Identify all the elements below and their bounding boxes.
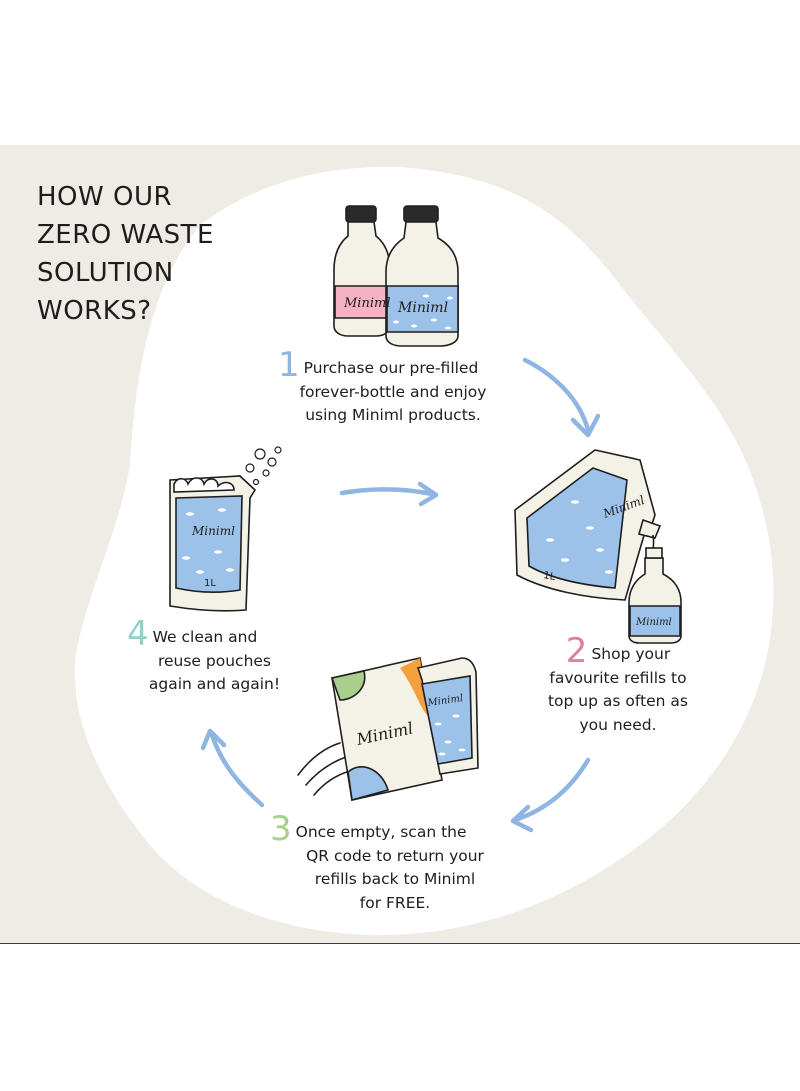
title-line: SOLUTION <box>37 258 174 288</box>
bottle-brand-label: Miniml <box>635 617 672 628</box>
step-4-line: again and again! <box>148 675 281 693</box>
page-title: HOW OUR ZERO WASTE SOLUTION WORKS? <box>37 178 214 330</box>
envelope-pouch-illustration: Miniml Miniml <box>330 657 479 802</box>
step-2-line: top up as often as <box>547 692 689 710</box>
motion-line <box>297 742 341 776</box>
motion-line <box>305 756 347 786</box>
pouch-brand-label: Miniml <box>426 693 464 709</box>
step-1-line: using Miniml products. <box>305 406 481 424</box>
step-number: 2 <box>565 631 588 671</box>
step-1-text: Purchase our pre-filled <box>303 359 479 377</box>
arrow-2-to-3 <box>512 757 591 823</box>
step-3-text: Once empty, scan the <box>295 823 467 841</box>
step-3-line: QR code to return your <box>306 846 484 865</box>
pouch-brand-label: Miniml <box>191 524 235 538</box>
step-2-line: you need. <box>579 715 657 734</box>
step-3-line: for FREE. <box>359 893 431 912</box>
step-4-text: We clean and <box>152 628 258 646</box>
title-line: ZERO WASTE <box>37 220 214 250</box>
arrow-1-to-2 <box>522 357 591 433</box>
pouch-volume-label: 1L <box>204 578 216 589</box>
info-panel: HOW OUR ZERO WASTE SOLUTION WORKS? Minim… <box>0 145 800 943</box>
arrow-3-to-4 <box>209 732 265 808</box>
step-number: 1 <box>278 345 300 385</box>
arrow-4-to-1-head <box>417 481 439 507</box>
step-2-line: favourite refills to <box>549 668 687 687</box>
step-3-line: refills back to Miniml <box>314 870 476 888</box>
arrow-3-to-4-head <box>200 728 227 751</box>
title-line: WORKS? <box>37 296 152 326</box>
white-blob <box>74 166 774 936</box>
background-blob <box>74 166 774 936</box>
step-4-line: reuse pouches <box>157 651 272 670</box>
motion-line <box>313 770 351 796</box>
pouch-volume-label: 1L <box>542 570 556 583</box>
bottles-illustration: Miniml Miniml <box>333 205 459 347</box>
bottle-brand-label: Miniml <box>397 300 448 316</box>
panel-bottom-divider <box>0 943 800 944</box>
step-2-text: Shop your <box>591 645 671 663</box>
arrow-4-to-1 <box>339 487 435 497</box>
arrow-2-to-3-head <box>510 804 534 833</box>
pouch-pouring-illustration: Miniml 1L Miniml <box>514 449 682 644</box>
bottle-brand-label: Miniml <box>343 296 390 311</box>
foamy-pouch-illustration: Miniml 1L <box>169 446 282 612</box>
step-1-line: forever-bottle and enjoy <box>299 382 487 401</box>
step-number: 3 <box>270 809 292 849</box>
title-line: HOW OUR <box>37 182 173 212</box>
arrow-1-to-2-head <box>570 413 601 438</box>
step-number: 4 <box>127 614 149 654</box>
